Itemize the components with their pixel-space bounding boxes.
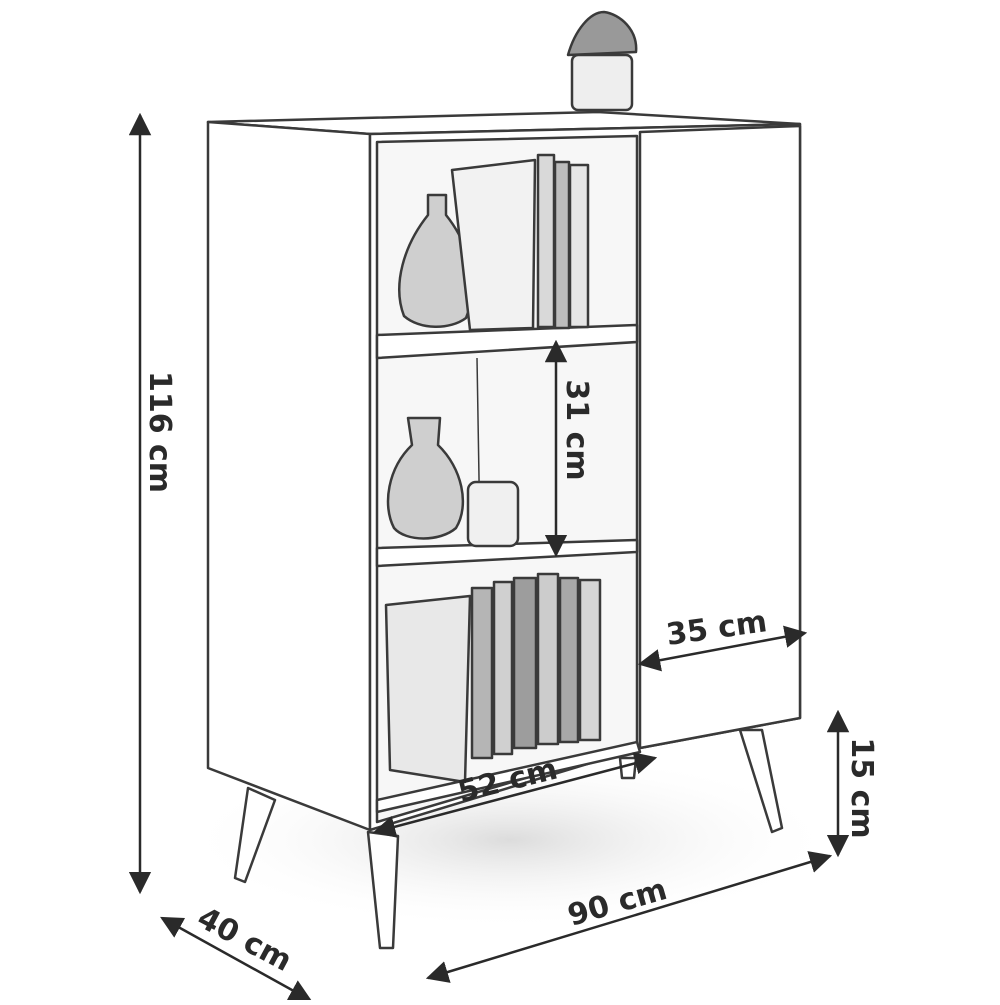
label-leg-height: 15 cm: [844, 737, 879, 838]
vase-middle: [386, 416, 465, 540]
plant-leaves: [566, 10, 638, 57]
dim-arrow-total-width: [425, 851, 833, 983]
dim-arrow-door-width: [637, 625, 808, 672]
label-shelf-gap: 31 cm: [559, 379, 594, 480]
cabinet-left-side: [206, 120, 372, 832]
label-height-total: 116 cm: [142, 371, 177, 493]
leg-front-right: [738, 728, 784, 834]
book-upright-top: [450, 158, 537, 332]
book-standing-1: [536, 153, 556, 329]
book-row-6: [578, 578, 602, 742]
leg-back-left: [233, 786, 277, 884]
book-standing-2: [553, 160, 571, 330]
leg-back-right: [618, 756, 638, 780]
book-row-5: [558, 576, 580, 744]
label-depth: 40 cm: [192, 900, 298, 978]
book-row-4: [536, 572, 560, 746]
candle-jar: [466, 480, 520, 548]
cabinet-door: [638, 124, 802, 750]
book-standing-3: [568, 163, 590, 329]
dim-arrow-shelf-width: [372, 752, 658, 838]
plant-pot: [570, 53, 634, 112]
book-leaning-bottom: [384, 594, 472, 784]
book-row-1: [470, 586, 494, 760]
shelf-upper: [375, 323, 639, 360]
dim-arrow-depth: [160, 916, 312, 1002]
book-row-2: [492, 580, 514, 756]
book-row-3: [512, 576, 538, 750]
